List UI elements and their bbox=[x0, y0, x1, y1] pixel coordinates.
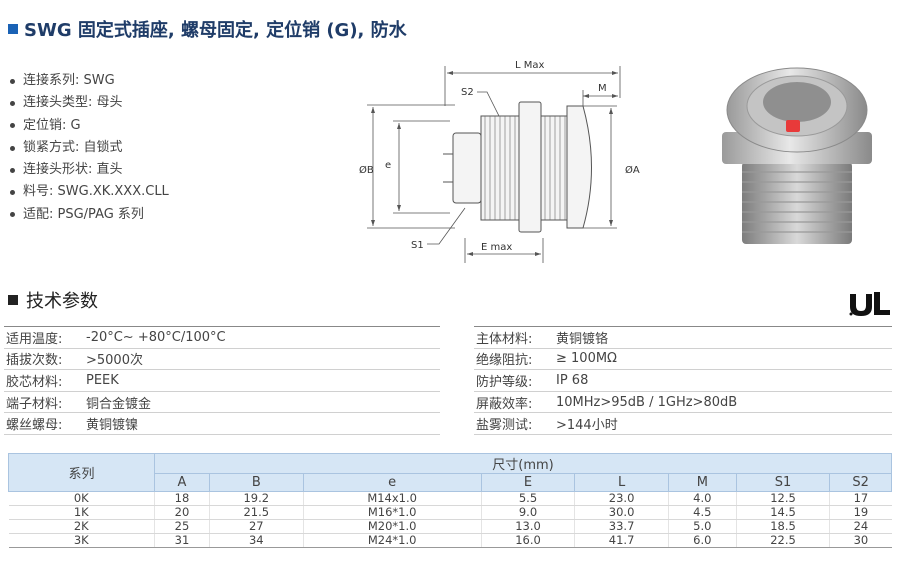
spec-item: 料号: SWG.XK.XXX.CLL bbox=[10, 181, 169, 203]
bullet-icon bbox=[10, 145, 15, 151]
section-title: 技术参数 bbox=[8, 287, 98, 313]
table-row: 1K 20 21.5 M16*1.0 9.0 30.0 4.5 14.5 19 bbox=[8, 505, 892, 520]
bullet-icon bbox=[10, 190, 15, 196]
param-row: 屏蔽效率:10MHz>95dB / 1GHz>80dB bbox=[474, 392, 892, 414]
bullet-icon bbox=[10, 100, 15, 106]
section-square-icon bbox=[8, 295, 18, 305]
label-e: e bbox=[385, 160, 391, 171]
param-row: 绝缘阻抗:≥ 100MΩ bbox=[474, 349, 892, 371]
param-row: 胶芯材料:PEEK bbox=[4, 370, 440, 392]
param-row: 主体材料:黄铜镀铬 bbox=[474, 327, 892, 349]
title-square-icon bbox=[8, 24, 18, 34]
product-photo bbox=[722, 67, 872, 244]
param-row: 端子材料:铜合金镀金 bbox=[4, 392, 440, 414]
label-ob: ØB bbox=[359, 164, 374, 176]
table-row: 0K 18 19.2 M14x1.0 5.5 23.0 4.0 12.5 17 bbox=[8, 491, 892, 506]
bullet-icon bbox=[10, 167, 15, 173]
column-header: S1 bbox=[735, 473, 831, 492]
label-oa: ØA bbox=[625, 164, 640, 176]
param-row: 防护等级:IP 68 bbox=[474, 370, 892, 392]
column-header: M bbox=[667, 473, 737, 492]
spec-item: 连接头类型: 母头 bbox=[10, 92, 169, 114]
params-right: 主体材料:黄铜镀铬 绝缘阻抗:≥ 100MΩ 防护等级:IP 68 屏蔽效率:1… bbox=[474, 326, 892, 435]
param-row: 螺丝螺母:黄铜镀镍 bbox=[4, 413, 440, 435]
ul-certification-icon bbox=[849, 292, 890, 316]
series-header: 系列 bbox=[8, 453, 155, 492]
column-header: L bbox=[574, 473, 669, 492]
spec-list: 连接系列: SWG 连接头类型: 母头 定位销: G 锁紧方式: 自锁式 连接头… bbox=[10, 70, 169, 226]
table-row: 2K 25 27 M20*1.0 13.0 33.7 5.0 18.5 24 bbox=[8, 519, 892, 534]
size-header: 尺寸(mm) bbox=[154, 453, 892, 474]
param-row: 插拔次数:>5000次 bbox=[4, 349, 440, 371]
table-row: 3K 31 34 M24*1.0 16.0 41.7 6.0 22.5 30 bbox=[8, 533, 892, 548]
column-header: A bbox=[154, 473, 210, 492]
param-row: 盐雾测试:>144小时 bbox=[474, 413, 892, 435]
label-e-max: E max bbox=[481, 242, 512, 253]
params-left: 适用温度:-20°C~ +80°C/100°C 插拔次数:>5000次 胶芯材料… bbox=[4, 326, 440, 435]
label-s1: S1 bbox=[411, 240, 424, 251]
spec-item: 连接系列: SWG bbox=[10, 70, 169, 92]
column-header: S2 bbox=[829, 473, 892, 492]
spec-item: 锁紧方式: 自锁式 bbox=[10, 137, 169, 159]
column-header: E bbox=[480, 473, 576, 492]
spec-item: 定位销: G bbox=[10, 115, 169, 137]
page-title-text: SWG 固定式插座, 螺母固定, 定位销 (G), 防水 bbox=[24, 20, 407, 41]
bullet-icon bbox=[10, 78, 15, 84]
bullet-icon bbox=[10, 123, 15, 129]
page-title: SWG 固定式插座, 螺母固定, 定位销 (G), 防水 bbox=[8, 16, 407, 42]
dimensions-table: 系列 尺寸(mm) A B e E L M S1 S2 0K 18 19.2 M… bbox=[8, 453, 892, 548]
label-m: M bbox=[598, 83, 607, 94]
column-header: e bbox=[302, 473, 482, 492]
label-s2: S2 bbox=[461, 87, 474, 98]
label-l-max: L Max bbox=[515, 60, 545, 71]
technical-drawing: L Max M S2 S1 E max ØB e ØA bbox=[359, 60, 640, 263]
param-row: 适用温度:-20°C~ +80°C/100°C bbox=[4, 327, 440, 349]
spec-item: 连接头形状: 直头 bbox=[10, 159, 169, 181]
column-header: B bbox=[209, 473, 304, 492]
bullet-icon bbox=[10, 212, 15, 218]
spec-item: 适配: PSG/PAG 系列 bbox=[10, 204, 169, 226]
